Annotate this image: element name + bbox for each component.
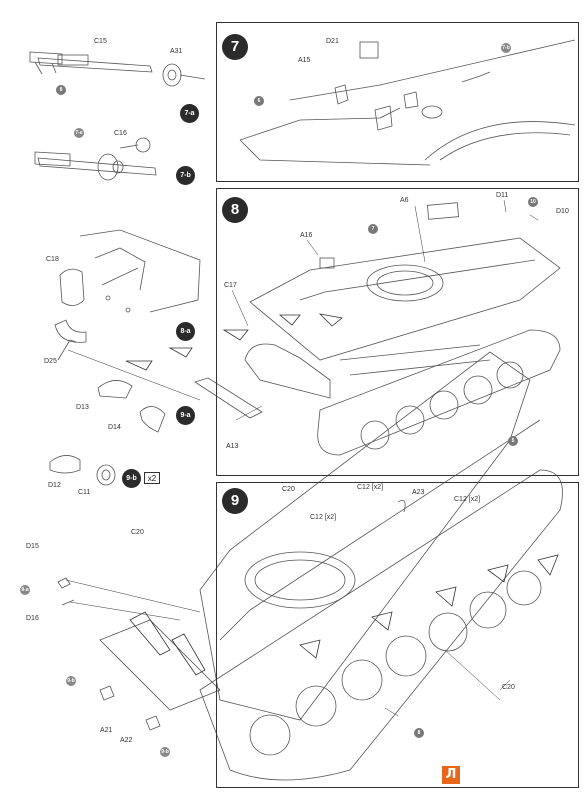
label-d15: D15: [26, 543, 39, 550]
label-d16: D16: [26, 615, 39, 622]
fender-a13: [194, 377, 263, 419]
step9-frame: [216, 482, 579, 788]
quantity-x2-badge: x2: [144, 472, 160, 484]
label-d11: D11: [496, 192, 509, 199]
label-c18: C18: [46, 256, 59, 263]
step-9a-badge: 9-a: [176, 406, 195, 425]
mantlet-a31: [162, 63, 206, 87]
label-c17: C17: [224, 282, 237, 289]
callout-9b-upper: 9-b: [66, 676, 76, 686]
badge-7e: 7-e: [74, 128, 84, 138]
label-a23: A23: [412, 489, 425, 496]
callout-9b-lower: 9-b: [160, 747, 170, 757]
badge-10-star: 10: [528, 197, 538, 207]
label-a16: A16: [300, 232, 313, 239]
label-c15: C15: [94, 38, 107, 45]
label-d12: D12: [48, 482, 61, 489]
label-a15: A15: [298, 57, 311, 64]
part-d13-d14: [97, 380, 166, 433]
label-d13: D13: [76, 404, 89, 411]
step-7-badge: 7: [222, 34, 248, 60]
gun-barrel-c15: [29, 51, 153, 75]
label-c16: C16: [114, 130, 127, 137]
label-d25: D25: [44, 358, 57, 365]
step-9b-badge: 9-b: [122, 469, 141, 488]
label-c12-x2-right: C12 [x2]: [454, 496, 481, 503]
publisher-logo: Л: [442, 766, 460, 784]
label-c12-x2-top: C12 [x2]: [357, 484, 384, 491]
callout-9a: 9-a: [20, 585, 30, 595]
step9-small-parts: [57, 339, 406, 731]
step8-track-right: [317, 329, 561, 456]
c20-triangles: [125, 313, 559, 676]
label-a6: A6: [400, 197, 409, 204]
label-d21: D21: [326, 38, 339, 45]
step7-frame: [216, 22, 579, 182]
label-d10: D10: [556, 208, 569, 215]
label-c20-bottom: C20: [502, 684, 515, 691]
step-8-badge: 8: [222, 197, 248, 223]
part-d12-c11: [49, 455, 116, 486]
hull-rear-detail: [54, 229, 201, 343]
callout-8: 8: [414, 728, 424, 738]
step9-track: [99, 469, 563, 781]
label-a22: A22: [120, 737, 133, 744]
label-c20-top: C20: [282, 486, 295, 493]
gun-barrel-c16: [34, 137, 157, 181]
step9-hull: [199, 344, 541, 721]
step8-hull: [249, 202, 561, 361]
label-a13: A13: [226, 443, 239, 450]
label-d14: D14: [108, 424, 121, 431]
label-a31: A31: [170, 48, 183, 55]
step-8a-badge: 8-a: [176, 322, 195, 341]
step8-frame: [216, 188, 579, 476]
callout-7b: 7-b: [501, 43, 511, 53]
callout-7: 7: [368, 224, 378, 234]
step8-track-left: [244, 343, 331, 399]
callout-6: 6: [254, 96, 264, 106]
step7-hull-top: [239, 39, 576, 166]
step-7b-badge: 7-b: [176, 166, 195, 185]
label-a21: A21: [100, 727, 113, 734]
label-c12-x2-mid: C12 [x2]: [310, 514, 337, 521]
step-7a-badge: 7-a: [180, 104, 199, 123]
label-c20-left: C20: [131, 529, 144, 536]
step-9-badge: 9: [222, 488, 248, 514]
callout-5: 5: [508, 436, 518, 446]
badge-8-star: 8: [56, 85, 66, 95]
label-c11: C11: [78, 489, 91, 496]
